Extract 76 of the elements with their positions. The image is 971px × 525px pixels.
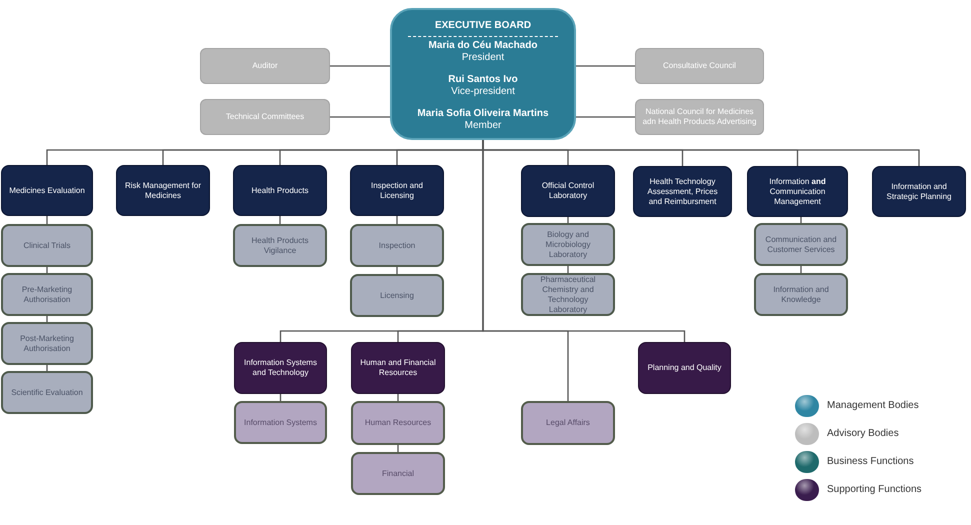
legend-label: Business Functions	[827, 456, 914, 468]
box-label: Health Products	[252, 186, 308, 196]
legend-label: Supporting Functions	[827, 484, 922, 496]
box-label: Medicines Evaluation	[9, 186, 85, 196]
department-box	[872, 166, 966, 217]
support-unit-box	[351, 401, 445, 445]
person-name: Maria Sofia Oliveira Martins	[417, 108, 549, 120]
role-label: Member	[464, 120, 502, 132]
box-label: Pharmaceutical Chemistry and Technology Laboratory	[539, 274, 597, 314]
unit-box	[521, 223, 615, 266]
box-label: Scientific Evaluation	[11, 388, 83, 398]
unit-box	[1, 273, 93, 316]
box-label: Risk Management for Medicines	[124, 180, 202, 200]
unit-box	[1, 322, 93, 365]
department-box	[1, 165, 93, 216]
box-label: Official Control Laboratory	[540, 181, 596, 201]
advisory-body-box	[200, 48, 330, 84]
board-heading: EXECUTIVE BOARD	[434, 20, 532, 32]
box-label: Consultative Council	[663, 61, 736, 71]
support-department-box	[234, 342, 327, 394]
box-label: Human and Financial Resources	[359, 358, 437, 378]
box-label: Pre-Marketing Authorisation	[20, 284, 74, 304]
box-label: Planning and Quality	[648, 363, 722, 373]
unit-box	[754, 273, 848, 316]
box-label: Human Resources	[364, 418, 432, 428]
support-department-box	[638, 342, 731, 394]
person-name: Rui Santos Ivo	[448, 74, 518, 86]
connector-line	[330, 65, 390, 67]
box-label: Licensing	[380, 290, 414, 300]
support-unit-box	[234, 401, 327, 444]
role-label: President	[462, 52, 504, 64]
person-name: Maria do Céu Machado	[428, 40, 538, 52]
connector-line	[576, 65, 635, 67]
support-unit-box	[351, 452, 445, 495]
unit-box	[233, 224, 327, 267]
role-label: Vice-president	[451, 86, 515, 98]
connector-line	[576, 116, 635, 118]
box-label: Clinical Trials	[23, 240, 71, 250]
board-panel	[390, 8, 576, 140]
unit-box	[754, 223, 848, 266]
box-label: Communication and Customer Services	[764, 234, 838, 254]
department-box	[633, 166, 732, 217]
legend-label: Advisory Bodies	[827, 428, 899, 440]
box-label: Inspection and Licensing	[370, 180, 424, 200]
department-box	[521, 165, 615, 217]
support-unit-box	[521, 401, 615, 445]
box-label: Health Technology Assessment, Prices and Reimbursment	[646, 176, 719, 206]
box-label: Biology and Microbiology Laboratory	[544, 230, 592, 260]
box-label: Information and Strategic Planning	[886, 182, 952, 202]
advisory-body-box	[200, 99, 330, 135]
unit-box	[521, 273, 615, 316]
advisory-body-box	[635, 99, 764, 135]
legend-label: Management Bodies	[827, 400, 919, 412]
support-department-box	[351, 342, 445, 394]
box-label: Information Systems and Technology	[243, 358, 318, 378]
box-label: Post-Marketing Authorisation	[19, 334, 75, 354]
department-box	[116, 165, 210, 216]
unit-box	[350, 224, 444, 267]
box-label: Technical Committees	[226, 112, 304, 122]
unit-box	[1, 224, 93, 267]
advisory-body-box	[635, 48, 764, 84]
box-label: Legal Affairs	[546, 418, 590, 428]
box-label: Auditor	[252, 61, 278, 71]
box-label: Information Systems	[244, 418, 317, 428]
department-box	[233, 165, 327, 216]
unit-box	[1, 371, 93, 414]
connector-line	[330, 116, 390, 118]
box-label: Financial	[382, 468, 414, 478]
box-label: Health Products Vigilance	[250, 236, 310, 256]
box-label: National Council for Medicines adn Health Products Advertising	[642, 107, 757, 127]
department-box	[350, 165, 444, 216]
box-label: Information and Communication Management	[768, 176, 827, 206]
unit-box	[350, 274, 444, 317]
department-box	[747, 166, 848, 217]
box-label: Information and Knowledge	[772, 284, 830, 304]
box-label: Inspection	[378, 240, 416, 250]
